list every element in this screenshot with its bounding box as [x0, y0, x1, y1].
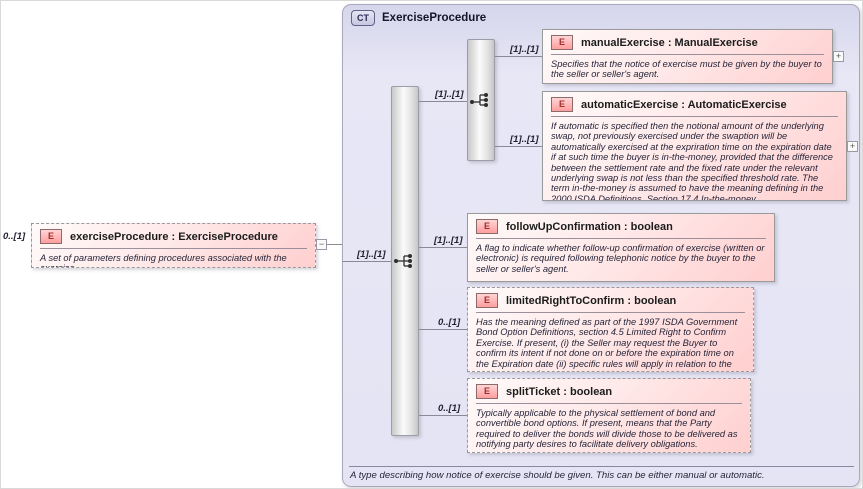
element-annotation: Specifies that the notice of exercise mu…	[551, 59, 822, 80]
cardinality-automaticExercise: [1]..[1]	[510, 134, 539, 145]
element-type-icon: E	[476, 293, 498, 308]
collapse-button[interactable]: −	[316, 239, 327, 250]
divider	[476, 238, 766, 239]
complextype-header: CT ExerciseProcedure	[351, 10, 486, 26]
element-exerciseProcedure[interactable]: E exerciseProcedure : ExerciseProcedure …	[31, 223, 316, 268]
element-annotation: If automatic is specified then the notio…	[551, 121, 833, 201]
connector-line	[419, 101, 467, 102]
element-name: exerciseProcedure : ExerciseProcedure	[70, 230, 278, 243]
element-annotation: Has the meaning defined as part of the 1…	[476, 317, 738, 371]
element-type-icon: E	[476, 384, 498, 399]
connector-line	[495, 146, 542, 147]
divider	[551, 54, 824, 55]
element-type-icon: E	[551, 35, 573, 50]
connector-line	[419, 247, 467, 248]
element-type-icon: E	[476, 219, 498, 234]
cardinality-manualExercise: [1]..[1]	[510, 44, 539, 55]
complextype-annotation: A type describing how notice of exercise…	[350, 470, 765, 481]
element-name: manualExercise : ManualExercise	[581, 36, 758, 49]
complextype-title: ExerciseProcedure	[382, 12, 487, 24]
element-annotation: A set of parameters defining procedures …	[40, 253, 287, 267]
element-type-icon: E	[40, 229, 62, 244]
cardinality-followUpConfirmation: [1]..[1]	[434, 235, 463, 246]
element-splitTicket[interactable]: E splitTicket : boolean Typically applic…	[467, 378, 751, 453]
divider	[349, 466, 854, 467]
element-followUpConfirmation[interactable]: E followUpConfirmation : boolean A flag …	[467, 213, 775, 282]
element-name: automaticExercise : AutomaticExercise	[581, 98, 787, 111]
element-manualExercise[interactable]: E manualExercise : ManualExercise Specif…	[542, 29, 833, 84]
connector-line	[327, 244, 342, 245]
divider	[551, 116, 838, 117]
element-type-icon: E	[551, 97, 573, 112]
expand-button-manualExercise[interactable]: +	[833, 51, 844, 62]
divider	[40, 248, 307, 249]
divider	[476, 312, 745, 313]
element-name: splitTicket : boolean	[506, 385, 613, 398]
connector-line	[495, 56, 542, 57]
cardinality-choice: [1]..[1]	[435, 89, 464, 100]
choice-icon	[469, 92, 493, 113]
connector-line	[419, 329, 467, 330]
divider	[476, 403, 742, 404]
cardinality-sequence: [1]..[1]	[357, 249, 386, 260]
element-annotation: Typically applicable to the physical set…	[476, 408, 738, 450]
complextype-icon: CT	[351, 10, 375, 26]
sequence-icon	[393, 253, 417, 274]
connector-line	[419, 415, 467, 416]
cardinality-limitedRightToConfirm: 0..[1]	[438, 317, 461, 328]
element-limitedRightToConfirm[interactable]: E limitedRightToConfirm : boolean Has th…	[467, 287, 754, 372]
root-cardinality-label: 0..[1]	[3, 231, 26, 242]
element-name: followUpConfirmation : boolean	[506, 220, 673, 233]
connector-line	[342, 261, 391, 262]
cardinality-splitTicket: 0..[1]	[438, 403, 461, 414]
element-annotation: A flag to indicate whether follow-up con…	[476, 243, 765, 274]
element-automaticExercise[interactable]: E automaticExercise : AutomaticExercise …	[542, 91, 847, 201]
element-name: limitedRightToConfirm : boolean	[506, 294, 677, 307]
expand-button-automaticExercise[interactable]: +	[847, 141, 858, 152]
